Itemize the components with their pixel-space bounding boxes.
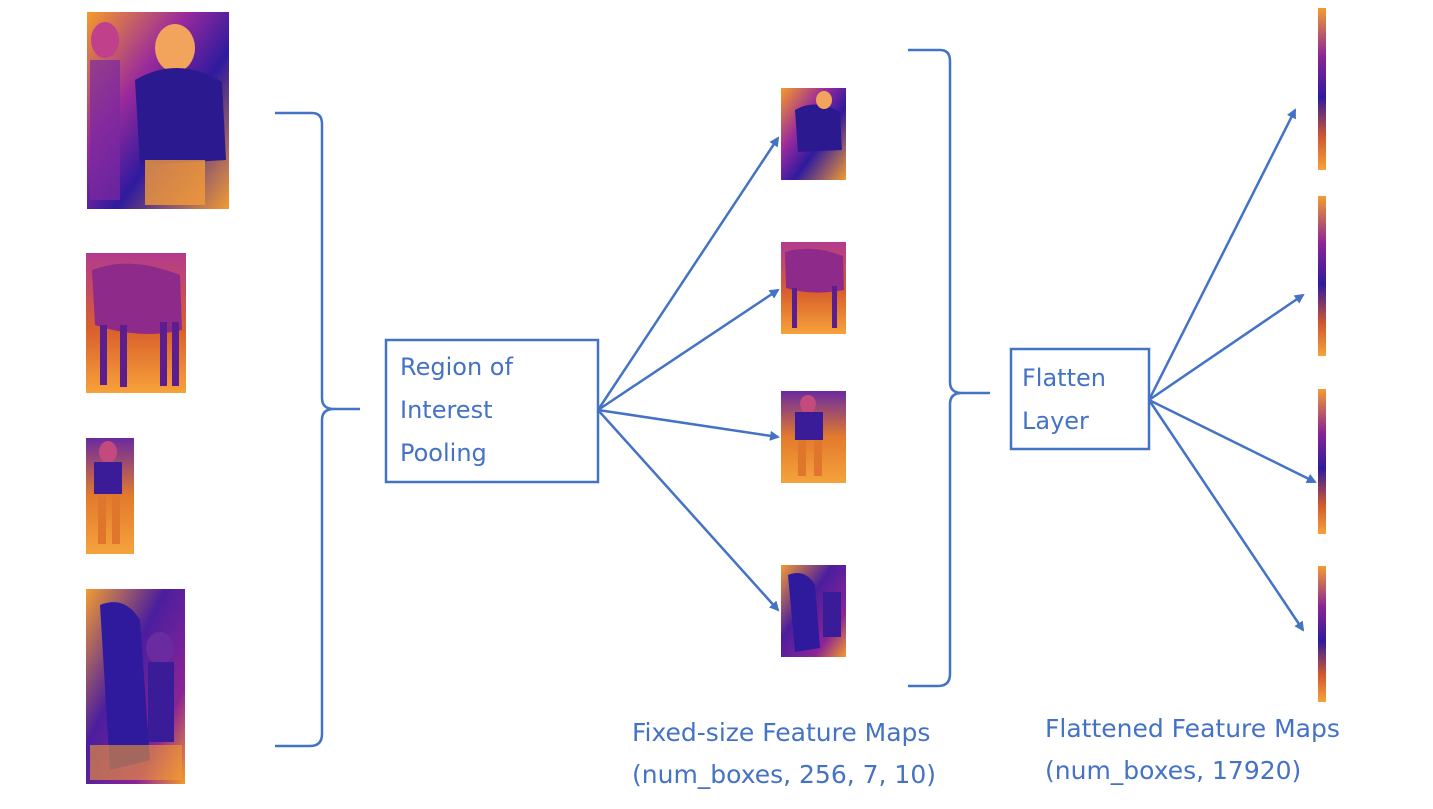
arrow-to-vector-3	[1147, 399, 1305, 632]
fixed-size-title: Fixed-size Feature Maps	[632, 718, 931, 747]
input-region-1	[86, 253, 186, 393]
fixed-size-feature-maps-label: Fixed-size Feature Maps (num_boxes, 256,…	[632, 712, 936, 796]
arrow-to-vector-0	[1147, 108, 1297, 401]
input-region-0	[87, 12, 229, 209]
roi-pooling-line-2: Interest	[400, 396, 493, 424]
input-region-2	[86, 438, 134, 554]
flattened-vector-0	[1318, 8, 1326, 170]
flatten-to-vector-arrows	[1147, 108, 1317, 632]
roi-pooling-line-1: Region of	[400, 353, 513, 381]
flattened-vector-2	[1318, 389, 1326, 534]
pooled-map-0	[781, 88, 846, 180]
pooled-map-3	[781, 565, 846, 657]
input-brace	[275, 111, 360, 748]
arrow-to-pooled-2	[597, 408, 780, 441]
arrow-to-vector-1	[1148, 293, 1305, 402]
flattened-shape: (num_boxes, 17920)	[1045, 756, 1302, 785]
pooled-map-1	[781, 242, 846, 334]
roi-pooling-line-3: Pooling	[400, 439, 487, 467]
roi-pooling-box	[384, 338, 600, 484]
flattened-vector-3	[1318, 566, 1326, 702]
arrow-to-pooled-1	[597, 288, 780, 412]
flatten-layer-box	[1009, 347, 1151, 451]
arrow-to-pooled-3	[597, 409, 780, 612]
roi-to-pooled-arrows	[596, 136, 780, 612]
fixed-size-shape: (num_boxes, 256, 7, 10)	[632, 760, 936, 789]
flattened-title: Flattened Feature Maps	[1045, 714, 1340, 743]
flattened-vector-1	[1318, 196, 1326, 356]
flatten-layer-label: Flatten Layer	[1022, 357, 1106, 443]
arrow-to-vector-2	[1148, 398, 1317, 484]
flatten-line-2: Layer	[1022, 407, 1089, 435]
flatten-line-1: Flatten	[1022, 364, 1106, 392]
roi-pooling-label: Region of Interest Pooling	[400, 346, 513, 475]
pooled-brace	[908, 48, 990, 688]
input-region-3	[86, 589, 185, 784]
flattened-feature-maps-label: Flattened Feature Maps (num_boxes, 17920…	[1045, 708, 1340, 792]
arrow-to-pooled-0	[596, 136, 780, 411]
pooled-map-2	[781, 391, 846, 483]
